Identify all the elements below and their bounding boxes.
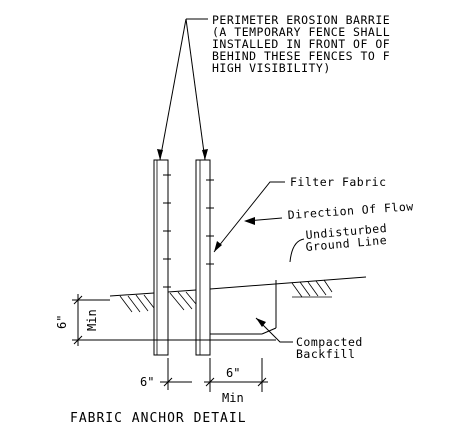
- depth-dimension-value: 6": [55, 315, 69, 329]
- drawing-title: FABRIC ANCHOR DETAIL: [70, 411, 247, 424]
- perimeter-note-line-4: BEHIND THESE FENCES TO F: [212, 49, 390, 63]
- right-fence-post: [195, 159, 214, 356]
- compacted-label-line-1: Compacted: [296, 335, 363, 349]
- trench-width-dimension: 6" Min: [204, 358, 268, 405]
- post-gap-value: 6": [140, 375, 154, 389]
- ground-line: [109, 276, 367, 313]
- perimeter-note: PERIMETER EROSION BARRIE (A TEMPORARY FE…: [212, 13, 390, 75]
- perimeter-note-line-1: PERIMETER EROSION BARRIE: [212, 13, 390, 27]
- left-fence-post: [153, 159, 171, 356]
- direction-of-flow-label: Direction Of Flow: [287, 199, 414, 222]
- perimeter-note-line-5: HIGH VISIBILITY): [212, 61, 331, 75]
- depth-dimension: 6" Min: [55, 294, 110, 346]
- direction-of-flow-callout: Direction Of Flow: [244, 199, 414, 225]
- perimeter-note-line-2: (A TEMPORARY FENCE SHALL: [212, 25, 390, 39]
- compacted-backfill-callout: Compacted Backfill: [255, 317, 363, 361]
- trench-outline: [90, 280, 277, 341]
- perimeter-note-leader: [157, 18, 208, 161]
- undisturbed-ground-callout: Undisturbed Ground Line: [289, 221, 388, 263]
- depth-dimension-min: Min: [85, 309, 99, 331]
- trench-width-value: 6": [226, 366, 240, 380]
- trench-width-min: Min: [222, 391, 244, 405]
- filter-fabric-callout: Filter Fabric: [213, 175, 387, 253]
- compacted-label-line-2: Backfill: [296, 347, 355, 361]
- filter-fabric-label: Filter Fabric: [290, 175, 387, 189]
- post-gap-dimension: 6": [140, 358, 192, 390]
- perimeter-note-line-3: INSTALLED IN FRONT OF OF: [212, 37, 390, 51]
